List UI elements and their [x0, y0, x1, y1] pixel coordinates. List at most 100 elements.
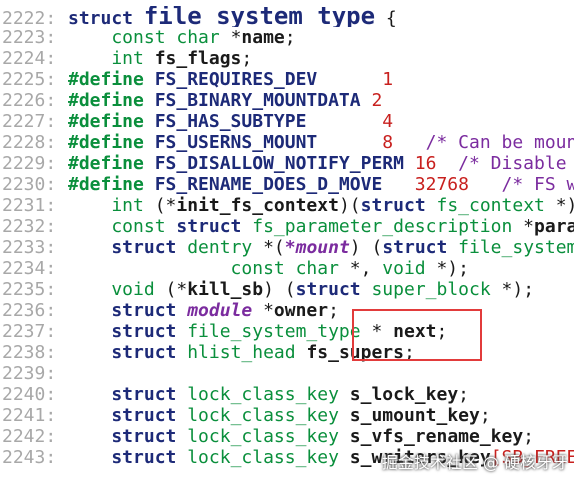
- line-number: 2239:: [2, 363, 57, 384]
- code-token: kill_sb: [187, 279, 264, 300]
- code-token: module: [187, 300, 264, 321]
- code-line: 2223: const char *name;: [0, 27, 574, 48]
- code-line: 2232: const struct fs_parameter_descript…: [0, 216, 574, 237]
- code-token: #define: [68, 153, 155, 174]
- code-token: s_vfs_rename_key: [349, 426, 524, 447]
- code-token: [SB_FREEZE_LEVELS]: [490, 447, 574, 468]
- code-token: lock_class_key: [187, 384, 350, 405]
- code-token: *);: [555, 195, 574, 216]
- code-token: lock_class_key: [187, 447, 350, 468]
- line-number: 2240:: [2, 384, 57, 405]
- line-number: 2237:: [2, 321, 57, 342]
- line-number: 2223:: [2, 27, 57, 48]
- code-line: 2234: const char *, void *);: [0, 258, 574, 279]
- line-number: 2232:: [2, 216, 57, 237]
- code-token: /* Can be mounted by userns root */: [425, 132, 574, 153]
- code-token: 1: [382, 69, 394, 90]
- code-token: hlist_head: [187, 342, 307, 363]
- code-line: 2226:#define FS_BINARY_MOUNTDATA 2: [0, 90, 574, 111]
- code-token: *: [230, 27, 242, 48]
- code-token: fs_flags: [154, 48, 242, 69]
- code-token: ;: [479, 405, 491, 426]
- code-token: init_fs_context: [176, 195, 339, 216]
- code-token: *);: [501, 279, 535, 300]
- code-line: 2222:struct file_system_type {: [0, 6, 574, 27]
- code-text: struct lock_class_key s_lock_key;: [68, 384, 469, 405]
- code-token: ;: [403, 342, 415, 363]
- code-token: struct: [68, 321, 188, 342]
- line-number: 2241:: [2, 405, 57, 426]
- code-line: 2239:: [0, 363, 574, 384]
- code-line: 2237: struct file_system_type * next;: [0, 321, 574, 342]
- code-line: 2236: struct module *owner;: [0, 300, 574, 321]
- code-line: 2233: struct dentry *(*mount) (struct fi…: [0, 237, 574, 258]
- code-token: *mount: [284, 237, 350, 258]
- code-line: 2231: int (*init_fs_context)(struct fs_c…: [0, 195, 574, 216]
- code-token: ;: [523, 426, 535, 447]
- code-token: FS_RENAME_DOES_D_MOVE: [154, 174, 415, 195]
- code-line: 2229: #define FS_DISALLOW_NOTIFY_PERM 16 …: [0, 153, 574, 174]
- code-token: *: [263, 300, 274, 321]
- code-token: #define: [68, 90, 155, 111]
- line-number: 2227:: [2, 111, 57, 132]
- code-token: *: [371, 321, 394, 342]
- code-token: file_system_type: [143, 6, 376, 27]
- code-token: 32768: [414, 174, 502, 195]
- code-token: (*: [154, 195, 177, 216]
- code-token: FS_BINARY_MOUNTDATA: [154, 90, 372, 111]
- code-token: name: [241, 27, 285, 48]
- code-token: FS_DISALLOW_NOTIFY_PERM: [154, 153, 415, 174]
- code-token: next: [393, 321, 437, 342]
- line-number: 2229:: [2, 153, 57, 174]
- code-text: void (*kill_sb) (struct super_block *);: [68, 279, 534, 300]
- code-token: fs_supers: [306, 342, 404, 363]
- line-number: 2238:: [2, 342, 57, 363]
- code-line: 2240: struct lock_class_key s_lock_key;: [0, 384, 574, 405]
- code-token: 4: [382, 111, 394, 132]
- code-token: ;: [328, 300, 339, 321]
- code-line: 2230:#define FS_RENAME_DOES_D_MOVE 32768…: [0, 174, 574, 195]
- code-token: lock_class_key: [187, 426, 350, 447]
- code-token: FS_REQUIRES_DEV: [154, 69, 383, 90]
- code-text: #define FS_USERNS_MOUNT 8 /* Can be moun…: [68, 132, 574, 153]
- code-line: 2235: void (*kill_sb) (struct super_bloc…: [0, 279, 574, 300]
- code-token: struct: [382, 237, 459, 258]
- code-token: ) (: [349, 237, 383, 258]
- code-token: file_system_type: [458, 237, 574, 258]
- highlight-box: [352, 309, 482, 361]
- line-number: 2231:: [2, 195, 57, 216]
- code-token: *);: [436, 258, 469, 279]
- code-token: void: [68, 279, 166, 300]
- code-text: const struct fs_parameter_description *p…: [68, 216, 574, 237]
- code-token: const: [68, 216, 177, 237]
- code-line: 2238: struct hlist_head fs_supers;: [0, 342, 574, 363]
- line-number: 2224:: [2, 48, 57, 69]
- line-number: 2234:: [2, 258, 57, 279]
- code-token: ;: [241, 48, 253, 69]
- code-token: 16: [414, 153, 459, 174]
- code-line: 2225:#define FS_REQUIRES_DEV 1: [0, 69, 574, 90]
- code-token: const char: [68, 258, 350, 279]
- code-text: int fs_flags;: [68, 48, 252, 69]
- code-text: const char *, void *);: [68, 258, 469, 279]
- code-text: struct lock_class_key s_writers_key[SB_F…: [68, 447, 574, 468]
- code-token: #define: [68, 132, 155, 153]
- code-token: #define: [68, 174, 155, 195]
- code-line: 2224: int fs_flags;: [0, 48, 574, 69]
- line-number: 2228:: [2, 132, 57, 153]
- code-token: struct: [360, 195, 437, 216]
- code-text: struct file_system_type {: [68, 6, 397, 27]
- code-line: 2241: struct lock_class_key s_umount_key…: [0, 405, 574, 426]
- code-text: struct lock_class_key s_umount_key;: [68, 405, 491, 426]
- code-line: 2228: #define FS_USERNS_MOUNT 8 /* Can be…: [0, 132, 574, 153]
- code-text: #define FS_DISALLOW_NOTIFY_PERM 16 /* Di…: [68, 153, 574, 174]
- code-token: struct: [295, 279, 372, 300]
- code-token: )(: [338, 195, 361, 216]
- code-token: fs_parameter_description: [252, 216, 524, 237]
- code-token: 8: [382, 132, 426, 153]
- code-token: /* Disable fanotify permission events */: [458, 153, 567, 174]
- code-token: /* FS will handle d_move() during rename…: [501, 174, 574, 195]
- code-token: fs_context: [436, 195, 556, 216]
- line-number: 2225:: [2, 69, 57, 90]
